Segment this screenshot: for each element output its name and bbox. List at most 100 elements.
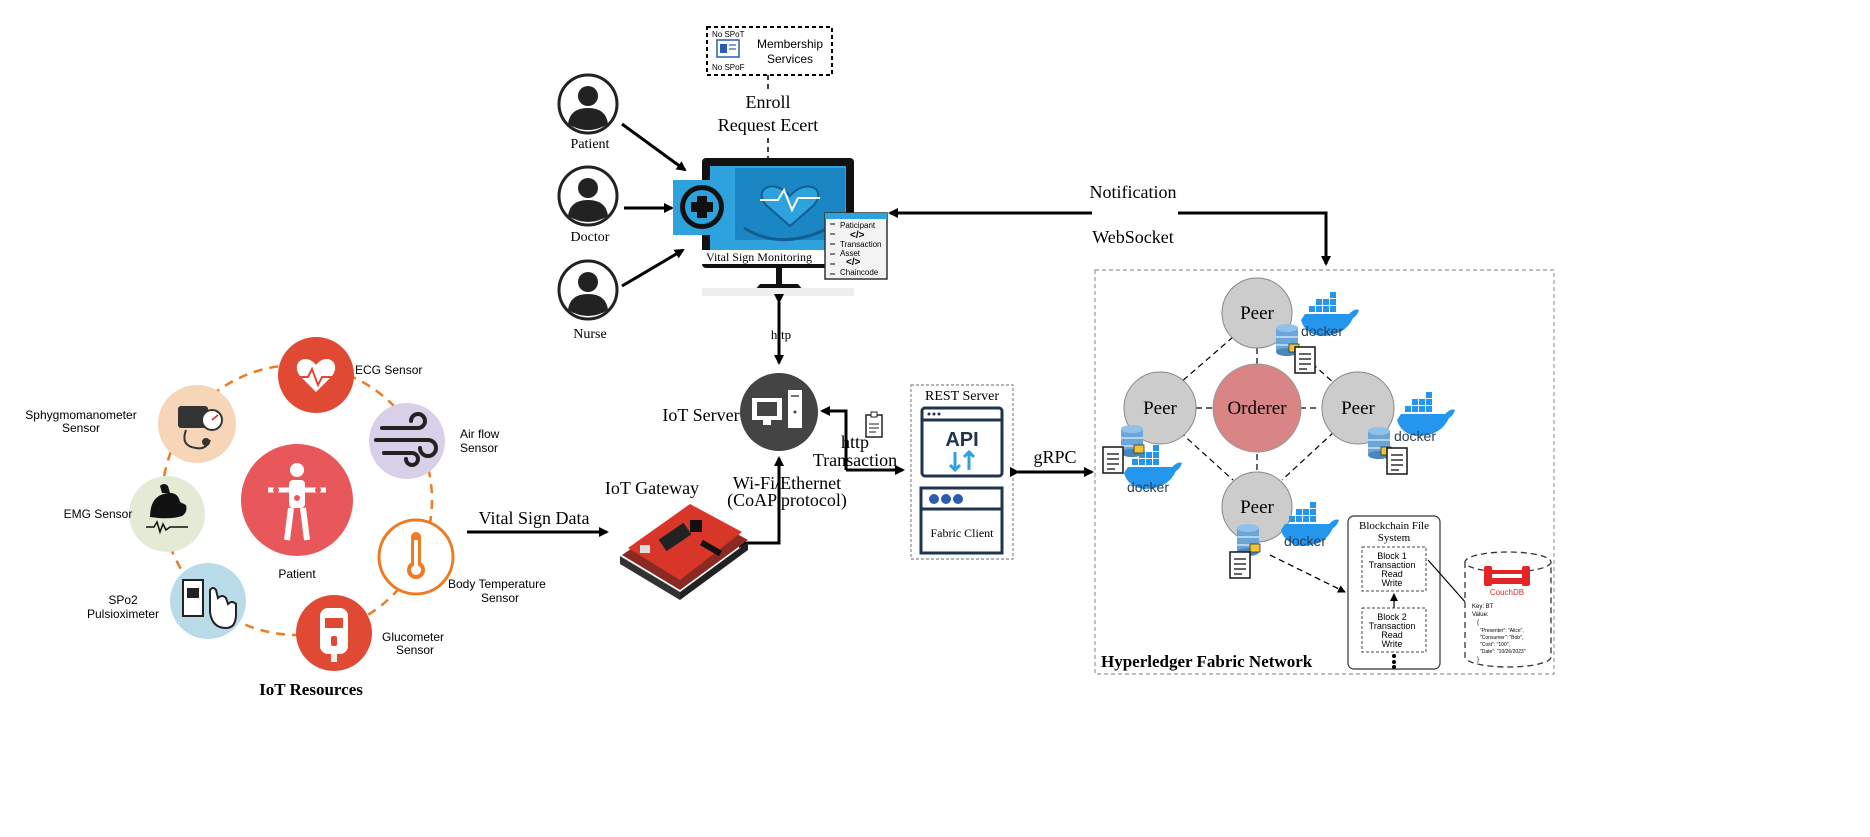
fabric-network-box [1094,269,1555,675]
spo2-label-line2: Pulsioximeter [87,607,159,621]
http-tx-label-2: Transaction [813,450,897,470]
wind-icon [374,412,438,467]
grpc-label: gRPC [1033,447,1076,467]
iot-server-label: IoT Server [662,405,739,425]
wifi-label-1: Wi-Fi/Ethernet [733,473,841,493]
ecg-sensor-label: ECG Sensor [355,363,422,377]
sphygmomanometer-label-line1: Sphygmomanometer [25,408,136,422]
peer-bottom-label: Peer [1240,497,1274,518]
spo2-label-line1: SPo2 [108,593,138,607]
block1-transaction: Transaction [1369,560,1416,570]
enroll-label: Enroll [746,92,791,112]
fabric-network-title: Hyperledger Fabric Network [1101,652,1313,671]
patient-arrow [621,122,687,172]
notification-label: Notification [1090,182,1177,202]
websocket-label: WebSocket [1092,227,1174,247]
vital-sign-monitoring-caption: Vital Sign Monitoring [706,250,812,264]
couch-line-0: Key: BT [1472,604,1494,610]
docker-label-top: docker [1301,323,1343,339]
orderer-node [1212,363,1302,453]
no-spof-label: No SPoF [712,63,745,72]
peer-to-filesystem-link [1269,554,1346,593]
couch-line-7: } [1477,657,1479,663]
peer-node-left [1123,371,1197,445]
database-icon-left [1120,424,1145,458]
couch-line-1: Value: [1472,612,1489,618]
nurse-user-label: Nurse [573,327,606,342]
ecg-heart-icon [296,358,336,392]
medical-cross-icon [673,180,731,235]
chaincode-document [824,212,888,280]
block2-transaction: Transaction [1369,621,1416,631]
blood-pressure-cuff-icon [178,406,223,450]
docker-label-bottom: docker [1284,533,1326,549]
docker-label-left: docker [1127,479,1169,495]
api-icon [920,406,1004,478]
pulse-oximeter-icon [182,579,237,630]
block1-write: Write [1382,578,1403,588]
temperature-label-line1: Body Temperature [448,577,546,591]
gateway-server-arrow [739,456,784,548]
membership-label-line2: Services [767,52,813,66]
patient-center-label: Patient [278,567,316,581]
spo2-circle [170,563,246,639]
websocket-arrow [1178,211,1331,266]
wifi-label-2: (CoAP protocol) [727,490,847,511]
block2-box [1361,607,1427,653]
nurse-user-icon [557,259,619,321]
ledger-doc-icon-bottom [1229,551,1251,579]
block1-read: Read [1381,569,1403,579]
iot-gateway-board-icon [620,504,748,600]
peer-right-label: Peer [1341,398,1375,419]
doctor-user-icon [557,165,619,227]
request-ecert-label: Request Ecert [718,115,818,135]
membership-label-line1: Membership [757,37,823,51]
bfs-title-line1: Blockchain File [1359,520,1429,532]
peer-top-label: Peer [1240,303,1274,324]
api-label: API [945,429,978,451]
peer-left-label: Peer [1143,398,1177,419]
vital-sign-data-label: Vital Sign Data [479,508,590,528]
nurse-arrow [621,248,685,288]
flexed-arm-icon [146,484,188,535]
ledger-doc-icon-top [1294,346,1316,374]
orderer-label: Orderer [1227,398,1287,419]
patient-user-icon [557,73,619,135]
id-card-icon [716,39,740,58]
peer-node-right [1321,371,1395,445]
fabric-client-icon [919,486,1004,555]
doc-line-chaincode: Chaincode [840,268,879,277]
http-tx-label-1: http [841,432,869,452]
patient-body-icon [268,463,326,541]
couch-line-3: "Presenter": "Alice", [1480,628,1524,634]
more-blocks-ellipsis [1392,654,1396,669]
vital-sign-monitor [702,158,854,296]
http-label: http [771,327,791,342]
temperature-label-line2: Sensor [481,591,519,605]
block2-read: Read [1381,630,1403,640]
doc-line-code1: </> [850,230,865,241]
emg-sensor-label: EMG Sensor [64,507,133,521]
ledger-doc-icon-right [1386,447,1408,475]
block2-write: Write [1382,639,1403,649]
thermometer-icon [407,532,425,579]
couchdb-logo-icon [1484,566,1530,586]
block1-title: Block 1 [1377,551,1407,561]
iot-gateway-label: IoT Gateway [605,478,699,498]
transaction-paper-icon [865,411,883,438]
glucometer-label-line1: Glucometer [382,630,444,644]
peer-node-top [1221,277,1293,349]
block1-box [1361,546,1427,592]
couchdb-label: CouchDB [1490,588,1524,597]
iot-resources-title: IoT Resources [259,680,363,699]
doctor-user-label: Doctor [571,230,610,245]
iot-server-icon [740,373,818,451]
ledger-doc-icon-left [1102,446,1124,474]
rest-server-title: REST Server [925,389,999,404]
doc-line-code2: </> [846,257,861,268]
doc-line-transaction: Transaction [840,240,882,249]
couch-line-4: "Consumer": "Bob", [1480,635,1523,641]
no-spot-label: No SPoT [712,30,745,39]
fabric-client-label: Fabric Client [931,526,995,540]
